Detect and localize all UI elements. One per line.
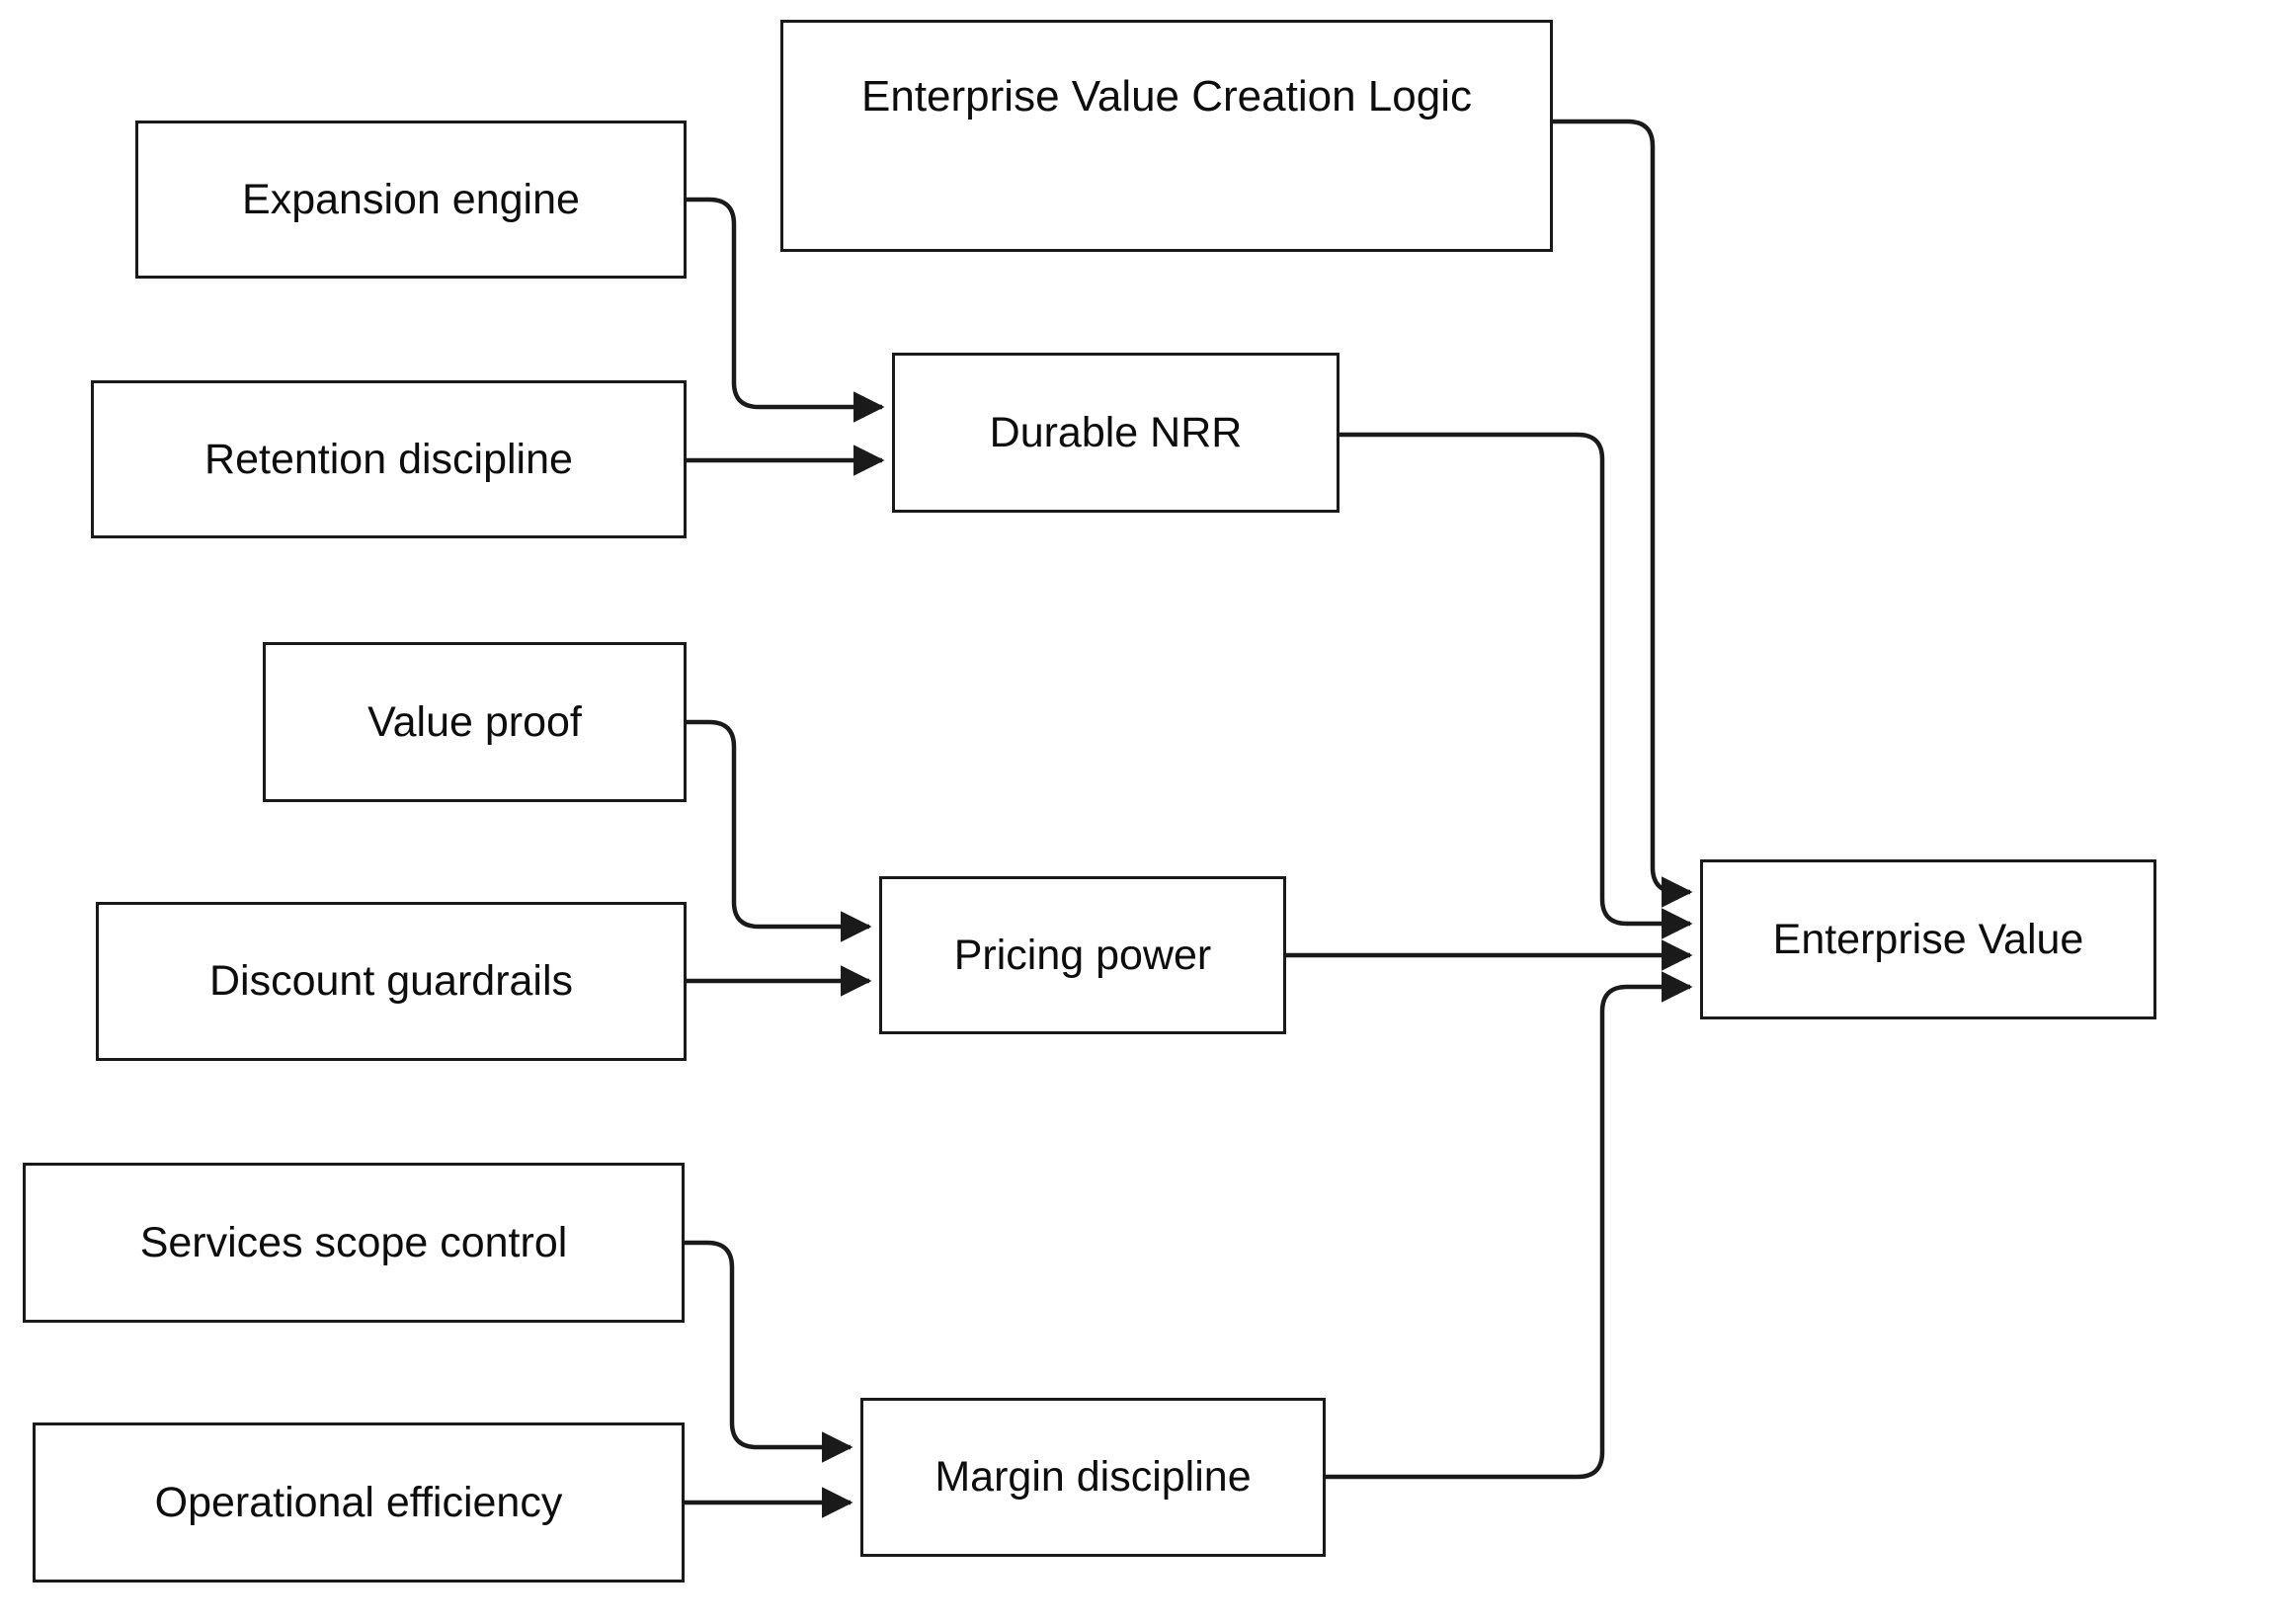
node-title-label: Enterprise Value Creation Logic [861, 72, 1472, 121]
node-expansion-engine[interactable]: Expansion engine [135, 121, 687, 279]
node-operational-efficiency-label: Operational efficiency [154, 1478, 563, 1526]
node-services-scope-control-label: Services scope control [139, 1218, 568, 1266]
edge-title-to-enterprise-value [1553, 119, 1693, 908]
node-enterprise-value-label: Enterprise Value [1772, 915, 2084, 963]
node-value-proof-label: Value proof [367, 697, 582, 746]
node-durable-nrr-label: Durable NRR [989, 408, 1243, 456]
edge-durable-nrr-to-enterprise-value [1339, 432, 1693, 939]
node-expansion-engine-label: Expansion engine [242, 175, 580, 223]
node-discount-guardrails[interactable]: Discount guardrails [96, 902, 687, 1061]
node-title: Enterprise Value Creation Logic [780, 20, 1553, 252]
node-pricing-power[interactable]: Pricing power [879, 876, 1286, 1034]
node-retention-discipline-label: Retention discipline [204, 435, 573, 483]
edge-margin-discipline-to-enterprise-value [1326, 971, 1693, 1480]
node-retention-discipline[interactable]: Retention discipline [91, 380, 687, 538]
edge-services-scope-control-to-margin-discipline [685, 1240, 853, 1463]
node-operational-efficiency[interactable]: Operational efficiency [33, 1422, 685, 1583]
node-margin-discipline-label: Margin discipline [934, 1453, 1252, 1502]
node-services-scope-control[interactable]: Services scope control [23, 1163, 685, 1323]
node-discount-guardrails-label: Discount guardrails [208, 957, 574, 1006]
node-enterprise-value[interactable]: Enterprise Value [1700, 859, 2156, 1019]
node-pricing-power-label: Pricing power [953, 931, 1212, 979]
node-margin-discipline[interactable]: Margin discipline [860, 1398, 1326, 1557]
node-value-proof[interactable]: Value proof [263, 642, 687, 802]
node-durable-nrr[interactable]: Durable NRR [892, 353, 1339, 513]
edge-value-proof-to-pricing-power [687, 719, 872, 942]
